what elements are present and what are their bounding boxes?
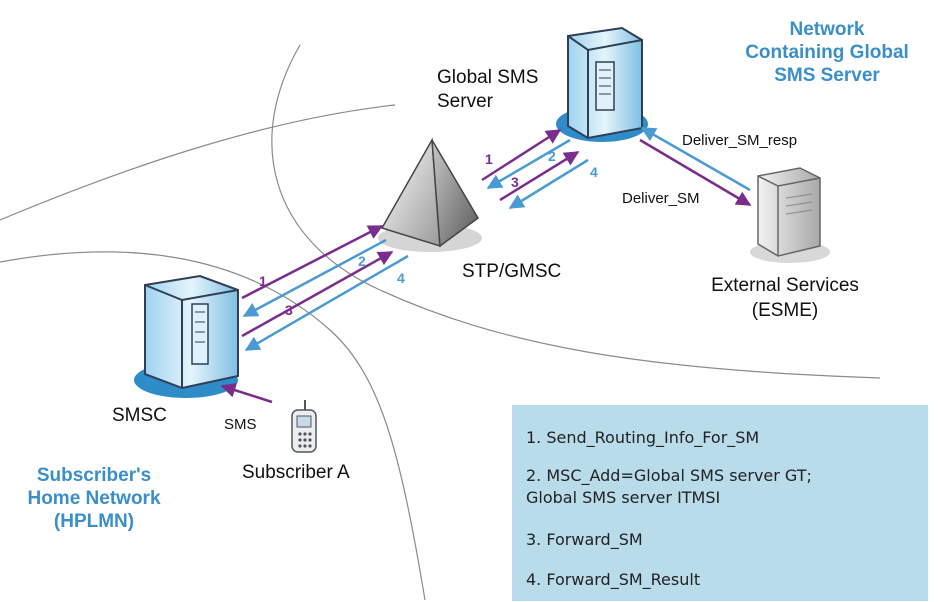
arrow-upper-3 [499,150,580,202]
arrow-lower-2 [242,238,387,318]
arrow-upper-4 [508,158,589,210]
legend-item-4-text: 4. Forward_SM_Result [526,570,701,589]
deliver-sm-label: Deliver_SM [622,190,700,207]
smsc-server [134,274,239,398]
esme-label-line1: External Services [711,275,859,296]
sms-message-label: SMS [224,416,257,433]
upper-boundary [0,104,396,221]
stp-pyramid [378,137,482,252]
legend-item-2-line2: Global SMS server ITMSI [526,488,721,507]
arrow-sms [220,382,273,404]
home-network-boundary [0,251,426,601]
home-network-region-label: Subscriber's Home Network (HPLMN) [4,464,184,533]
global-sms-server-label-line2: Server [437,91,493,112]
lower-step-1: 1 [259,273,267,289]
lower-message-arrows [241,224,409,352]
legend-item-1-text: 1. Send_Routing_Info_For_SM [526,428,760,447]
home-network-label-line2: Home Network [27,488,161,509]
upper-message-arrows [481,128,589,210]
esme-label: External Services (ESME) [697,273,873,323]
legend-item-2: 2. MSC_Add=Global SMS server GT; Global … [526,465,812,509]
arrow-lower-3 [241,250,394,338]
arrow-deliver-sm [639,138,752,207]
lower-step-3: 3 [285,302,293,318]
upper-step-1: 1 [485,151,493,167]
esme-message-arrows [639,126,752,207]
phone-icon [291,400,317,453]
global-sms-server-label: Global SMS Server [437,66,538,114]
network-boundaries [0,44,881,601]
legend-item-3: 3. Forward_SM [526,529,643,551]
arrow-upper-2 [486,138,571,190]
arrow-lower-4 [244,254,409,352]
legend-item-3-text: 3. Forward_SM [526,530,643,549]
upper-step-4: 4 [590,164,598,180]
upper-step-2: 2 [548,148,556,164]
home-network-label-line1: Subscriber's [36,465,152,486]
legend-item-2-line1: 2. MSC_Add=Global SMS server GT; [526,466,812,485]
arrow-deliver-sm-resp [640,126,751,192]
lower-step-2: 2 [358,253,366,269]
esme-server [750,167,830,263]
esme-label-line2: (ESME) [751,300,819,321]
legend-box: 1. Send_Routing_Info_For_SM 2. MSC_Add=G… [512,405,928,601]
subscriber-label: Subscriber A [242,462,350,483]
global-network-label-line2: Containing Global [745,42,909,63]
deliver-sm-resp-label: Deliver_SM_resp [682,132,798,149]
arrow-upper-1 [481,128,562,182]
upper-step-3: 3 [511,174,519,190]
global-sms-server-label-line1: Global SMS [437,67,539,88]
global-network-label-line3: SMS Server [774,65,880,86]
home-network-label-line3: (HPLMN) [53,511,135,532]
legend-item-1: 1. Send_Routing_Info_For_SM [526,427,759,449]
smsc-label: SMSC [112,405,167,426]
global-network-label-line1: Network [789,19,865,40]
stp-label: STP/GMSC [462,261,562,282]
global-network-boundary [271,44,881,379]
arrow-lower-1 [241,224,384,300]
lower-step-4: 4 [397,270,405,286]
global-network-region-label: Network Containing Global SMS Server [722,18,932,87]
global-sms-server [556,26,648,142]
legend-item-4: 4. Forward_SM_Result [526,569,700,591]
